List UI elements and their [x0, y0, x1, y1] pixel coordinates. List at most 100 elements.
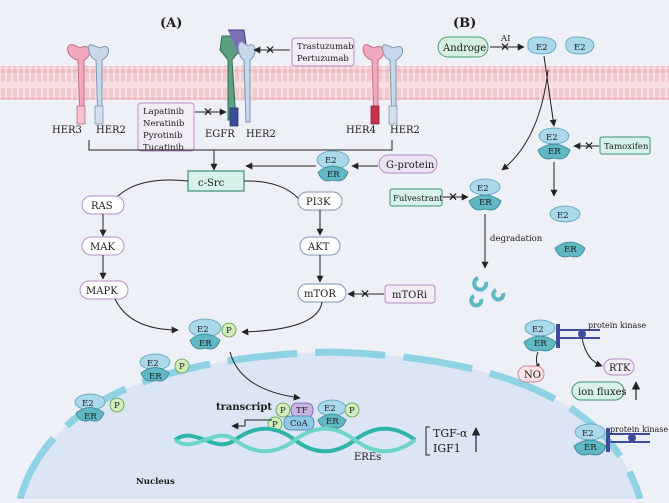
- svg-text:ER: ER: [326, 417, 339, 427]
- svg-text:E2: E2: [557, 211, 569, 221]
- svg-text:MAPK: MAPK: [86, 286, 118, 297]
- her3-her2-receptor: [67, 44, 109, 125]
- svg-text:✕: ✕: [500, 40, 510, 54]
- igf1-label: IGF1: [433, 442, 461, 455]
- protein-kinase-label-2: protein kinase: [610, 425, 668, 434]
- her4-label: HER4: [346, 125, 376, 136]
- membrane-er-kinase-1: [523, 319, 600, 352]
- svg-text:ER: ER: [548, 147, 561, 157]
- svg-text:E2: E2: [582, 429, 594, 439]
- nucleus-label: Nucleus: [136, 477, 175, 487]
- dna-helix: [173, 426, 417, 454]
- er-complex-tamoxifen: [537, 127, 571, 160]
- svg-text:ER: ER: [149, 372, 162, 382]
- androge-box: [437, 36, 489, 58]
- transcript-label: transcript: [216, 402, 272, 413]
- svg-text:P: P: [280, 406, 286, 416]
- svg-text:CoA: CoA: [290, 419, 309, 429]
- panel-a-label: (A): [160, 16, 182, 31]
- svg-text:✕: ✕: [584, 139, 594, 153]
- svg-text:ER: ER: [534, 339, 547, 349]
- er-complex-center: [188, 318, 237, 350]
- svg-text:E2: E2: [324, 404, 336, 414]
- svg-text:P: P: [114, 401, 120, 411]
- eres-label: EREs: [354, 452, 381, 463]
- mapk-node: [79, 280, 129, 300]
- pyrotinib-label: Pyrotinib: [143, 131, 183, 141]
- svg-text:Androge: Androge: [442, 43, 486, 54]
- svg-text:P: P: [226, 326, 232, 336]
- er-complex-left-1: [139, 353, 190, 382]
- svg-text:E2: E2: [147, 359, 159, 369]
- dissociated-e2-er: [549, 205, 586, 258]
- egfr-her2-receptor: [219, 29, 256, 127]
- tucatinib-label: Tucatinib: [143, 143, 184, 153]
- svg-text:TF: TF: [296, 406, 308, 416]
- fulvestrant-box: [389, 188, 443, 207]
- svg-text:PI3K: PI3K: [306, 197, 331, 208]
- her2-label-3: HER2: [390, 125, 420, 136]
- her2-label-1: HER2: [96, 125, 126, 136]
- svg-text:ER: ER: [564, 245, 577, 255]
- g-protein-box: [378, 154, 438, 174]
- cell-membrane: [0, 66, 669, 100]
- svg-text:ER: ER: [199, 339, 212, 349]
- membrane-er-kinase-2: [573, 423, 650, 456]
- g-protein-er-complex: [316, 150, 350, 182]
- lapatinib-label: Lapatinib: [143, 107, 185, 117]
- ai-label: AI: [500, 34, 511, 44]
- svg-text:P: P: [349, 406, 355, 416]
- antibody-box: [291, 37, 355, 67]
- egfr-label: EGFR: [205, 129, 235, 140]
- svg-text:P: P: [179, 362, 185, 372]
- svg-text:Tamoxifen: Tamoxifen: [604, 142, 649, 152]
- svg-text:E2: E2: [325, 156, 337, 166]
- svg-text:AKT: AKT: [307, 242, 330, 253]
- transcription-complex: [267, 399, 360, 432]
- er-complex-fulvestrant: [468, 178, 502, 211]
- svg-text:ion fluxes: ion fluxes: [578, 387, 627, 398]
- svg-text:ER: ER: [584, 443, 597, 453]
- tki-box: [137, 102, 195, 152]
- svg-text:✕: ✕: [203, 105, 213, 119]
- svg-text:✕: ✕: [448, 190, 458, 204]
- inhibit-mark: ✕: [265, 43, 275, 57]
- svg-text:NO: NO: [524, 370, 541, 381]
- ion-fluxes-node: [571, 381, 625, 401]
- neratinib-label: Neratinib: [143, 119, 185, 129]
- svg-text:Fulvestrant: Fulvestrant: [393, 194, 443, 204]
- svg-text:✕: ✕: [360, 287, 370, 301]
- degraded-fragments: [469, 276, 506, 308]
- trastuzumab-label: Trastuzumab: [297, 42, 354, 52]
- svg-text:mTOR: mTOR: [304, 289, 336, 300]
- rtk-node: [603, 358, 635, 376]
- svg-text:ER: ER: [327, 170, 340, 180]
- svg-text:MAK: MAK: [90, 242, 115, 253]
- tamoxifen-box: [599, 136, 651, 155]
- mtori-box: [384, 284, 436, 304]
- her2-label-2: HER2: [246, 129, 276, 140]
- svg-text:ER: ER: [84, 412, 97, 422]
- svg-text:E2: E2: [536, 43, 548, 53]
- pertuzumab-label: Pertuzumab: [297, 54, 349, 64]
- svg-text:E2: E2: [532, 325, 544, 335]
- panel-b-label: (B): [453, 16, 476, 31]
- tgf-alpha-label: TGF-α: [433, 427, 468, 440]
- svg-text:mTORi: mTORi: [392, 290, 427, 301]
- svg-text:E2: E2: [197, 325, 209, 335]
- svg-text:E2: E2: [546, 133, 558, 143]
- svg-text:RAS: RAS: [91, 201, 113, 212]
- svg-text:E2: E2: [574, 43, 586, 53]
- no-node: [517, 365, 545, 383]
- svg-text:E2: E2: [82, 399, 94, 409]
- e2-free: [527, 36, 595, 55]
- c-src-label: c-Src: [198, 178, 225, 189]
- svg-text:ER: ER: [479, 198, 492, 208]
- er-complex-left-2: [74, 393, 125, 422]
- svg-text:RTK: RTK: [609, 363, 631, 374]
- protein-kinase-label-1: protein kinase: [588, 321, 646, 330]
- degradation-label: degradation: [490, 234, 543, 244]
- her4-her2-receptor: [362, 44, 403, 125]
